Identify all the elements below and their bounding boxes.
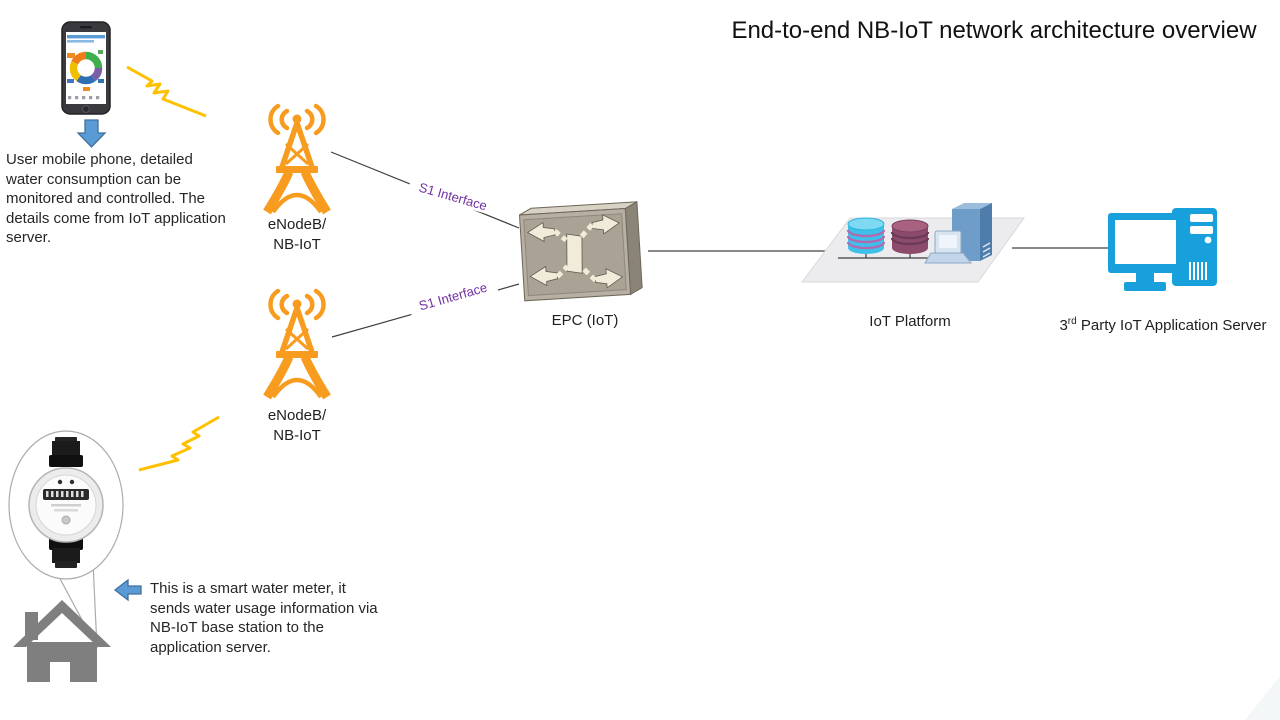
- phone-note: User mobile phone, detailed water consum…: [6, 150, 256, 248]
- cell-tower-top-icon: [263, 103, 331, 215]
- phone-speaker: [80, 26, 92, 29]
- epc-label: EPC (IoT): [551, 312, 619, 329]
- epc-switch-icon: [518, 200, 643, 302]
- house-icon: [13, 600, 111, 682]
- workstation-icon: [924, 230, 973, 264]
- phone-note-line: User mobile phone, detailed: [6, 151, 193, 168]
- database-cyan-icon: [846, 217, 886, 254]
- phone-note-line: server.: [6, 229, 52, 247]
- platform-label: IoT Platform: [869, 313, 951, 330]
- phone-home-button: [82, 105, 90, 113]
- smartphone-icon: [61, 21, 111, 115]
- tower-bottom-label: eNodeB/ NB-IoT: [267, 407, 327, 444]
- server-label: 3rd Party IoT Application Server: [1059, 316, 1267, 334]
- meter-note-line: application server.: [150, 638, 271, 656]
- database-maroon-icon: [890, 219, 930, 254]
- cell-tower-bottom-icon: [263, 288, 331, 400]
- phone-note-line: monitored and controlled. The: [6, 190, 206, 208]
- donut-chart: [69, 51, 103, 85]
- water-meter-icon: [28, 437, 104, 568]
- meter-note-line: NB-IoT base station to the: [150, 619, 324, 637]
- meter-note: This is a smart water meter, it sends wa…: [150, 579, 400, 657]
- phone-note-line: water consumption can be: [6, 170, 182, 188]
- radio-link-bolt-top: [126, 65, 207, 118]
- meter-note-line: This is a smart water meter, it: [150, 580, 346, 597]
- left-arrow-icon: [113, 578, 142, 602]
- monitor-screen: [1115, 220, 1176, 264]
- radio-link-bolt-bottom: [138, 415, 220, 472]
- water-meter-callout: [8, 430, 124, 649]
- page-title: End-to-end NB-IoT network architecture o…: [731, 17, 1257, 44]
- corner-watermark: [1245, 676, 1280, 720]
- down-arrow-icon: [76, 119, 107, 148]
- tower-top-label: eNodeB/ NB-IoT: [267, 216, 327, 253]
- iot-platform-icon: [801, 203, 1025, 283]
- house-door: [50, 662, 70, 682]
- phone-note-line: details come from IoT application: [6, 209, 226, 227]
- meter-note-line: sends water usage information via: [150, 599, 378, 617]
- desktop-server-icon: [1108, 208, 1217, 291]
